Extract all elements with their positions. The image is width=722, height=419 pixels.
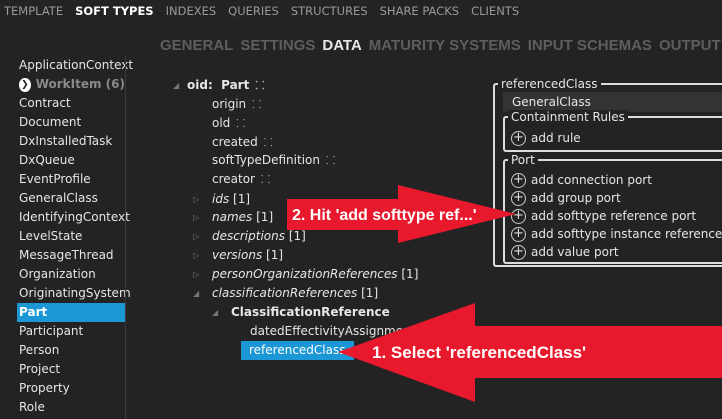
tree-collection[interactable]: classificationReferences [1]	[212, 286, 379, 300]
sidebar-item[interactable]: Organization	[19, 267, 96, 281]
expand-icon[interactable]: ▷	[193, 195, 200, 204]
collapse-icon[interactable]: ◢	[212, 308, 219, 317]
top-nav: TEMPLATE SOFT TYPES INDEXES QUERIES STRU…	[4, 4, 531, 18]
containment-rules-group: Containment Rules +add rule	[503, 110, 722, 152]
tab-input-schemas[interactable]: INPUT SCHEMAS	[527, 37, 652, 54]
sidebar-item[interactable]: EventProfile	[19, 172, 91, 186]
expand-icon[interactable]: ▷	[193, 213, 200, 222]
arrow-step1	[338, 303, 722, 402]
add-softtype-reference-port-button[interactable]: +add softtype reference port	[511, 207, 696, 225]
add-value-port-button[interactable]: +add value port	[511, 243, 619, 261]
sidebar-item[interactable]: GeneralClass	[19, 191, 98, 205]
panel-legend: referencedClass	[498, 77, 601, 91]
annotation-step1: 1. Select 'referencedClass'	[372, 343, 586, 362]
tree-node[interactable]: created⸬	[212, 135, 273, 149]
sidebar-item[interactable]: Participant	[19, 324, 84, 338]
nav-queries[interactable]: QUERIES	[228, 4, 279, 18]
sidebar-item[interactable]: Person	[19, 343, 60, 357]
port-group: Port +add connection port +add group por…	[503, 153, 722, 264]
sidebar-group-workitem[interactable]: ❯ WorkItem (6)	[0, 75, 125, 94]
port-legend: Port	[508, 153, 538, 167]
tree-collection[interactable]: names [1]	[212, 210, 274, 224]
tree-node[interactable]: datedEffectivityAssignment	[250, 324, 416, 338]
tree-node[interactable]: origin⸬	[212, 97, 262, 111]
annotation-step2: 2. Hit 'add softtype ref...'	[292, 207, 477, 224]
tab-general[interactable]: GENERAL	[160, 37, 234, 54]
tree-collection[interactable]: ids [1]	[212, 192, 251, 206]
expand-icon[interactable]: ▷	[193, 232, 200, 241]
add-rule-button[interactable]: +add rule	[511, 129, 581, 147]
tree-node[interactable]: old⸬	[212, 116, 246, 130]
tree-node[interactable]: softTypeDefinition⸬	[212, 153, 336, 167]
tab-settings[interactable]: SETTINGS	[240, 37, 316, 54]
sidebar-item[interactable]: DxQueue	[19, 153, 75, 167]
sidebar-item[interactable]: IdentifyingContext	[19, 210, 130, 224]
sidebar-divider	[125, 56, 126, 419]
soft-type-list: ApplicationContext ❯ WorkItem (6) Contrac…	[0, 56, 134, 417]
referenced-class-value[interactable]: GeneralClass	[503, 92, 722, 112]
sidebar-item[interactable]: OriginatingSystem	[19, 286, 131, 300]
sidebar-item[interactable]: MessageThread	[19, 248, 114, 262]
collapse-icon[interactable]: ◢	[173, 81, 180, 90]
containment-legend: Containment Rules	[508, 110, 628, 124]
tree-node[interactable]: creator⸬	[212, 172, 271, 186]
tree-collection[interactable]: personOrganizationReferences [1]	[212, 267, 419, 281]
group-label: WorkItem (6)	[35, 77, 125, 91]
arrow-step2	[287, 185, 516, 243]
plus-circle-icon: +	[511, 130, 526, 146]
sidebar-item[interactable]: Role	[19, 400, 45, 414]
sidebar-item-selected[interactable]: Part	[17, 303, 125, 322]
tree-collection[interactable]: descriptions [1]	[212, 229, 306, 243]
plus-circle-icon: +	[511, 208, 526, 224]
sidebar-item[interactable]: DxInstalledTask	[19, 134, 113, 148]
nav-template[interactable]: TEMPLATE	[4, 4, 64, 18]
add-group-port-button[interactable]: +add group port	[511, 189, 621, 207]
expand-icon[interactable]: ▷	[193, 270, 200, 279]
link-icon: ⸬	[236, 117, 246, 130]
link-icon: ⸬	[252, 98, 262, 111]
root-type: Part	[221, 78, 250, 92]
sidebar-item[interactable]: ApplicationContext	[19, 58, 134, 72]
tree-node[interactable]: ClassificationReference	[231, 305, 390, 319]
nav-clients[interactable]: CLIENTS	[471, 4, 520, 18]
root-prefix: oid:	[187, 78, 213, 92]
nav-structures[interactable]: STRUCTURES	[290, 4, 368, 18]
sidebar-item[interactable]: Property	[19, 381, 70, 395]
sidebar-item[interactable]: Contract	[19, 96, 71, 110]
sub-tabs: GENERAL SETTINGS DATA MATURITY SYSTEMS I…	[160, 37, 721, 54]
plus-circle-icon: +	[511, 226, 526, 242]
collapse-icon[interactable]: ◢	[193, 289, 200, 298]
tree-node-selected[interactable]: referencedClass	[241, 341, 354, 360]
sidebar-item[interactable]: LevelState	[19, 229, 83, 243]
link-icon: ⸬	[325, 154, 336, 167]
property-panel: referencedClass GeneralClass Containment…	[493, 77, 722, 267]
tab-maturity-systems[interactable]: MATURITY SYSTEMS	[368, 37, 521, 54]
add-softtype-instance-reference-port-button[interactable]: +add softtype instance reference port	[511, 225, 722, 243]
link-icon: ⸬	[255, 79, 265, 92]
nav-share-packs[interactable]: SHARE PACKS	[379, 4, 460, 18]
sidebar-item[interactable]: Document	[19, 115, 82, 129]
plus-circle-icon: +	[511, 172, 526, 188]
tree-root[interactable]: oid: Part ⸬	[187, 76, 264, 95]
plus-circle-icon: +	[511, 190, 526, 206]
tab-data[interactable]: DATA	[322, 37, 362, 54]
tab-output[interactable]: OUTPUT	[658, 37, 721, 54]
chevron-down-icon: ❯	[19, 77, 31, 92]
add-connection-port-button[interactable]: +add connection port	[511, 171, 652, 189]
expand-icon[interactable]: ▷	[193, 251, 200, 260]
link-icon: ⸬	[263, 136, 273, 149]
nav-indexes[interactable]: INDEXES	[165, 4, 217, 18]
link-icon: ⸬	[260, 173, 271, 186]
plus-circle-icon: +	[511, 244, 526, 260]
nav-soft-types[interactable]: SOFT TYPES	[75, 4, 154, 18]
sidebar-item[interactable]: Project	[19, 362, 61, 376]
tree-collection[interactable]: versions [1]	[212, 248, 284, 262]
